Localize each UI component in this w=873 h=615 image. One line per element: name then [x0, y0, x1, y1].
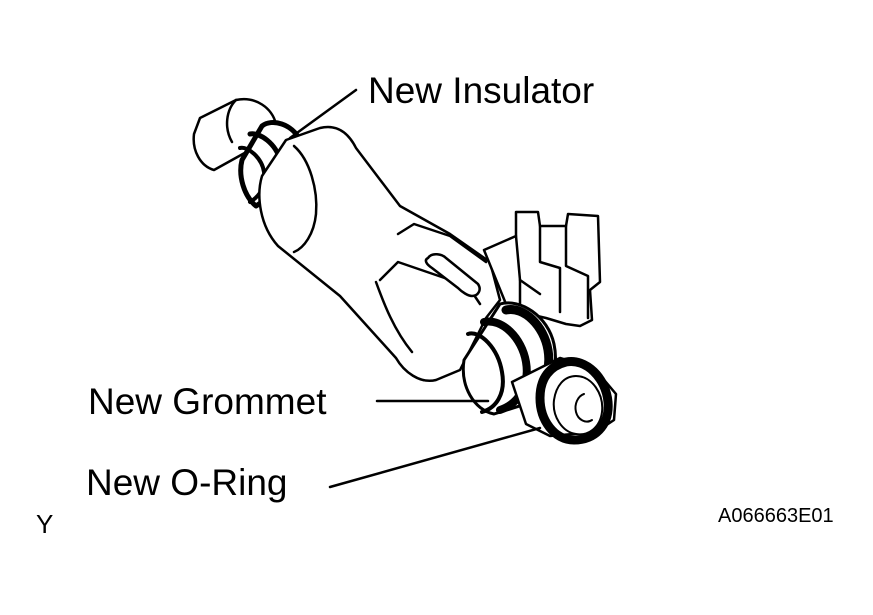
nozzle-face [552, 375, 604, 436]
electrical-connector [482, 210, 602, 328]
new-grommet-label: New Grommet [88, 381, 327, 422]
fuel-injector-body [258, 125, 502, 383]
new-insulator-label: New Insulator [368, 70, 595, 111]
corner-mark: Y [36, 509, 54, 539]
body-slot [424, 253, 481, 298]
insulator-leader-line [288, 88, 358, 140]
new-oring-label: New O-Ring [86, 462, 288, 503]
figure-code: A066663E01 [718, 505, 834, 527]
oring-leader-line [328, 426, 542, 489]
o-ring [535, 357, 613, 445]
